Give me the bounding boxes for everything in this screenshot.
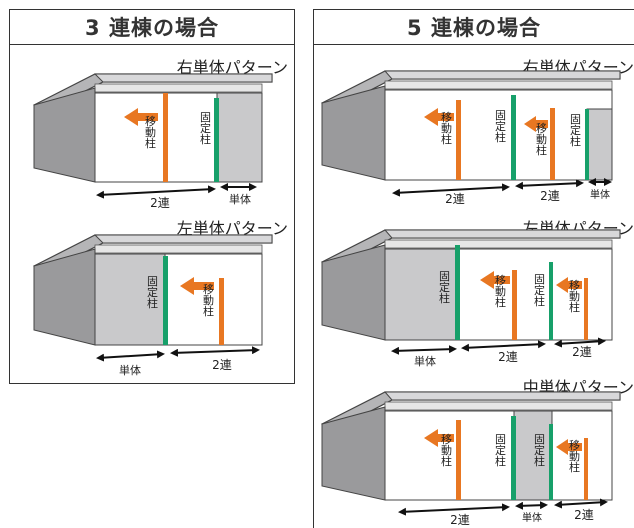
moving-pillar (219, 278, 224, 345)
single-bay (216, 92, 263, 183)
span-label: 単体 (119, 363, 141, 377)
fixed-pillar-label: 固定柱 (533, 433, 546, 467)
panel-title: 5 連棟の場合 (314, 10, 634, 45)
moving-pillar (163, 93, 168, 182)
moving-pillar-label: 移動柱 (494, 274, 507, 308)
fixed-pillar-label: 固定柱 (146, 275, 159, 309)
moving-pillar-label: 移動柱 (535, 122, 548, 156)
fixed-pillar-label: 固定柱 (438, 270, 451, 304)
left-arrow-icon (524, 116, 548, 132)
moving-pillar (584, 278, 588, 340)
pattern-label: 右単体パターン (177, 58, 288, 77)
fixed-pillar (585, 109, 589, 180)
fixed-pillar-label: 固定柱 (533, 273, 546, 307)
moving-pillar (584, 438, 588, 500)
moving-pillar-label: 移動柱 (202, 283, 215, 317)
fixed-pillar (163, 256, 168, 345)
span-label: 単体 (414, 354, 436, 368)
side-wall (33, 87, 96, 183)
moving-pillar-label: 移動柱 (568, 279, 581, 313)
moving-pillar (456, 100, 461, 180)
left-arrow-icon (124, 108, 158, 126)
span-label: 単体 (522, 511, 542, 524)
diagram-5-right-single: 右単体パターン 移動柱 固定柱 移動柱 固定柱 2連 2連 単体 (320, 58, 634, 206)
panel-title: 3 連棟の場合 (10, 10, 294, 45)
fixed-pillar-label: 固定柱 (569, 113, 582, 147)
single-bay (586, 108, 613, 181)
span-label: 2連 (574, 508, 594, 522)
moving-pillar-label: 移動柱 (144, 115, 157, 149)
fixed-pillar (511, 95, 516, 180)
span-label: 2連 (572, 345, 592, 359)
span-label: 単体 (590, 188, 610, 201)
span-label: 2連 (498, 350, 518, 364)
fixed-pillar-label: 固定柱 (494, 433, 507, 467)
diagram-5-center-single: 中単体パターン 移動柱 固定柱 固定柱 移動柱 2連 単体 2連 (320, 378, 634, 527)
left-arrow-icon (424, 429, 454, 447)
moving-pillar-label: 移動柱 (440, 433, 453, 467)
fixed-pillar (549, 424, 553, 500)
diagram-3-left-single: 左単体パターン 固定柱 移動柱 単体 2連 (32, 219, 288, 377)
diagram-5-left-single: 左単体パターン 固定柱 移動柱 固定柱 移動柱 単体 2連 2連 (320, 219, 634, 368)
span-label: 2連 (445, 192, 465, 206)
fixed-pillar (549, 262, 553, 340)
fixed-pillar-label: 固定柱 (199, 111, 212, 145)
fixed-pillar (511, 416, 516, 500)
left-arrow-icon (480, 271, 510, 289)
left-arrow-icon (556, 277, 582, 293)
span-label: 2連 (212, 358, 232, 372)
moving-pillar (456, 420, 461, 500)
left-arrow-icon (424, 108, 454, 126)
span-label: 2連 (150, 196, 170, 210)
fixed-pillar (214, 98, 219, 182)
moving-pillar (512, 270, 517, 340)
moving-pillar-label: 移動柱 (568, 439, 581, 473)
fixed-pillar (455, 245, 460, 340)
single-bay (94, 253, 166, 346)
pattern-label: 左単体パターン (177, 219, 288, 238)
span-label: 単体 (229, 192, 251, 206)
diagram-3-right-single: 右単体パターン 移動柱 固定柱 2連 単体 (32, 58, 288, 210)
left-arrow-icon (556, 439, 582, 455)
moving-pillar (550, 108, 555, 180)
span-label: 2連 (540, 189, 560, 203)
span-label: 2連 (450, 513, 470, 527)
left-arrow-icon (180, 277, 214, 295)
moving-pillar-label: 移動柱 (440, 111, 453, 145)
fixed-pillar-label: 固定柱 (494, 109, 507, 143)
